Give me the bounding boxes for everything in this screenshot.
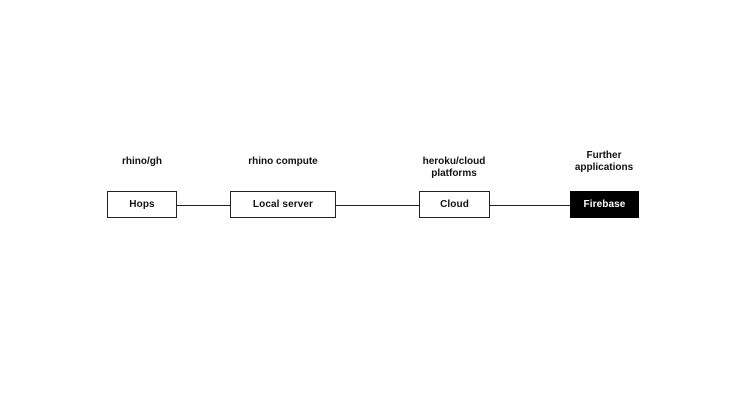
connector-cloud-firebase: [490, 205, 570, 206]
connector-hops-local-server: [177, 205, 230, 206]
node-cloud: Cloud: [419, 191, 490, 218]
connector-local-server-cloud: [336, 205, 419, 206]
caption-heroku-cloud-platforms: heroku/cloud platforms: [422, 156, 486, 179]
caption-rhino-gh: rhino/gh: [122, 156, 162, 167]
node-hops: Hops: [107, 191, 177, 218]
node-firebase: Firebase: [570, 191, 639, 218]
caption-rhino-compute: rhino compute: [248, 156, 318, 167]
caption-further-applications: Further applications: [574, 150, 634, 173]
node-local-server: Local server: [230, 191, 336, 218]
